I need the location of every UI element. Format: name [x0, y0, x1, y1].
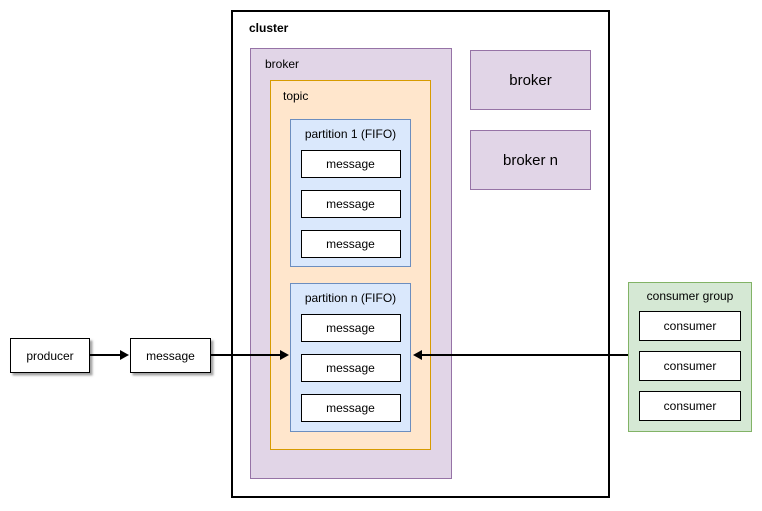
consumer-box: consumer: [639, 311, 741, 341]
arrow-shaft: [211, 354, 282, 356]
topic-label: topic: [283, 89, 309, 103]
message-box: message: [300, 314, 401, 342]
message-box: message: [300, 394, 401, 422]
producer-box: producer: [10, 338, 90, 373]
broker-n-box: broker n: [470, 130, 591, 190]
arrowhead-left-icon: [413, 350, 422, 360]
partition-1-box: partition 1 (FIFO) message message messa…: [290, 119, 411, 267]
message-box: message: [300, 354, 401, 382]
message-box: message: [300, 230, 401, 258]
arrowhead-right-icon: [120, 350, 129, 360]
arrow-shaft: [420, 354, 628, 356]
produced-message-box: message: [130, 338, 211, 373]
consumer-box: consumer: [639, 391, 741, 421]
consumer-group-label: consumer group: [646, 289, 734, 303]
broker-2-box: broker: [470, 50, 591, 110]
topic-box: topic partition 1 (FIFO) message message…: [270, 80, 431, 450]
broker-label: broker: [265, 57, 300, 71]
cluster-label: cluster: [249, 21, 289, 35]
partition-n-box: partition n (FIFO) message message messa…: [290, 283, 411, 432]
message-box: message: [300, 150, 401, 178]
consumer-group-box: consumer group consumer consumer consume…: [628, 282, 752, 432]
arrowhead-right-icon: [280, 350, 289, 360]
consumer-box: consumer: [639, 351, 741, 381]
message-box: message: [300, 190, 401, 218]
broker-box: broker topic partition 1 (FIFO) message …: [250, 48, 452, 479]
cluster-box: cluster broker topic partition 1 (FIFO) …: [231, 10, 610, 498]
partition-1-label: partition 1 (FIFO): [304, 127, 397, 141]
arrow-shaft: [90, 354, 122, 356]
partition-n-label: partition n (FIFO): [304, 291, 397, 305]
